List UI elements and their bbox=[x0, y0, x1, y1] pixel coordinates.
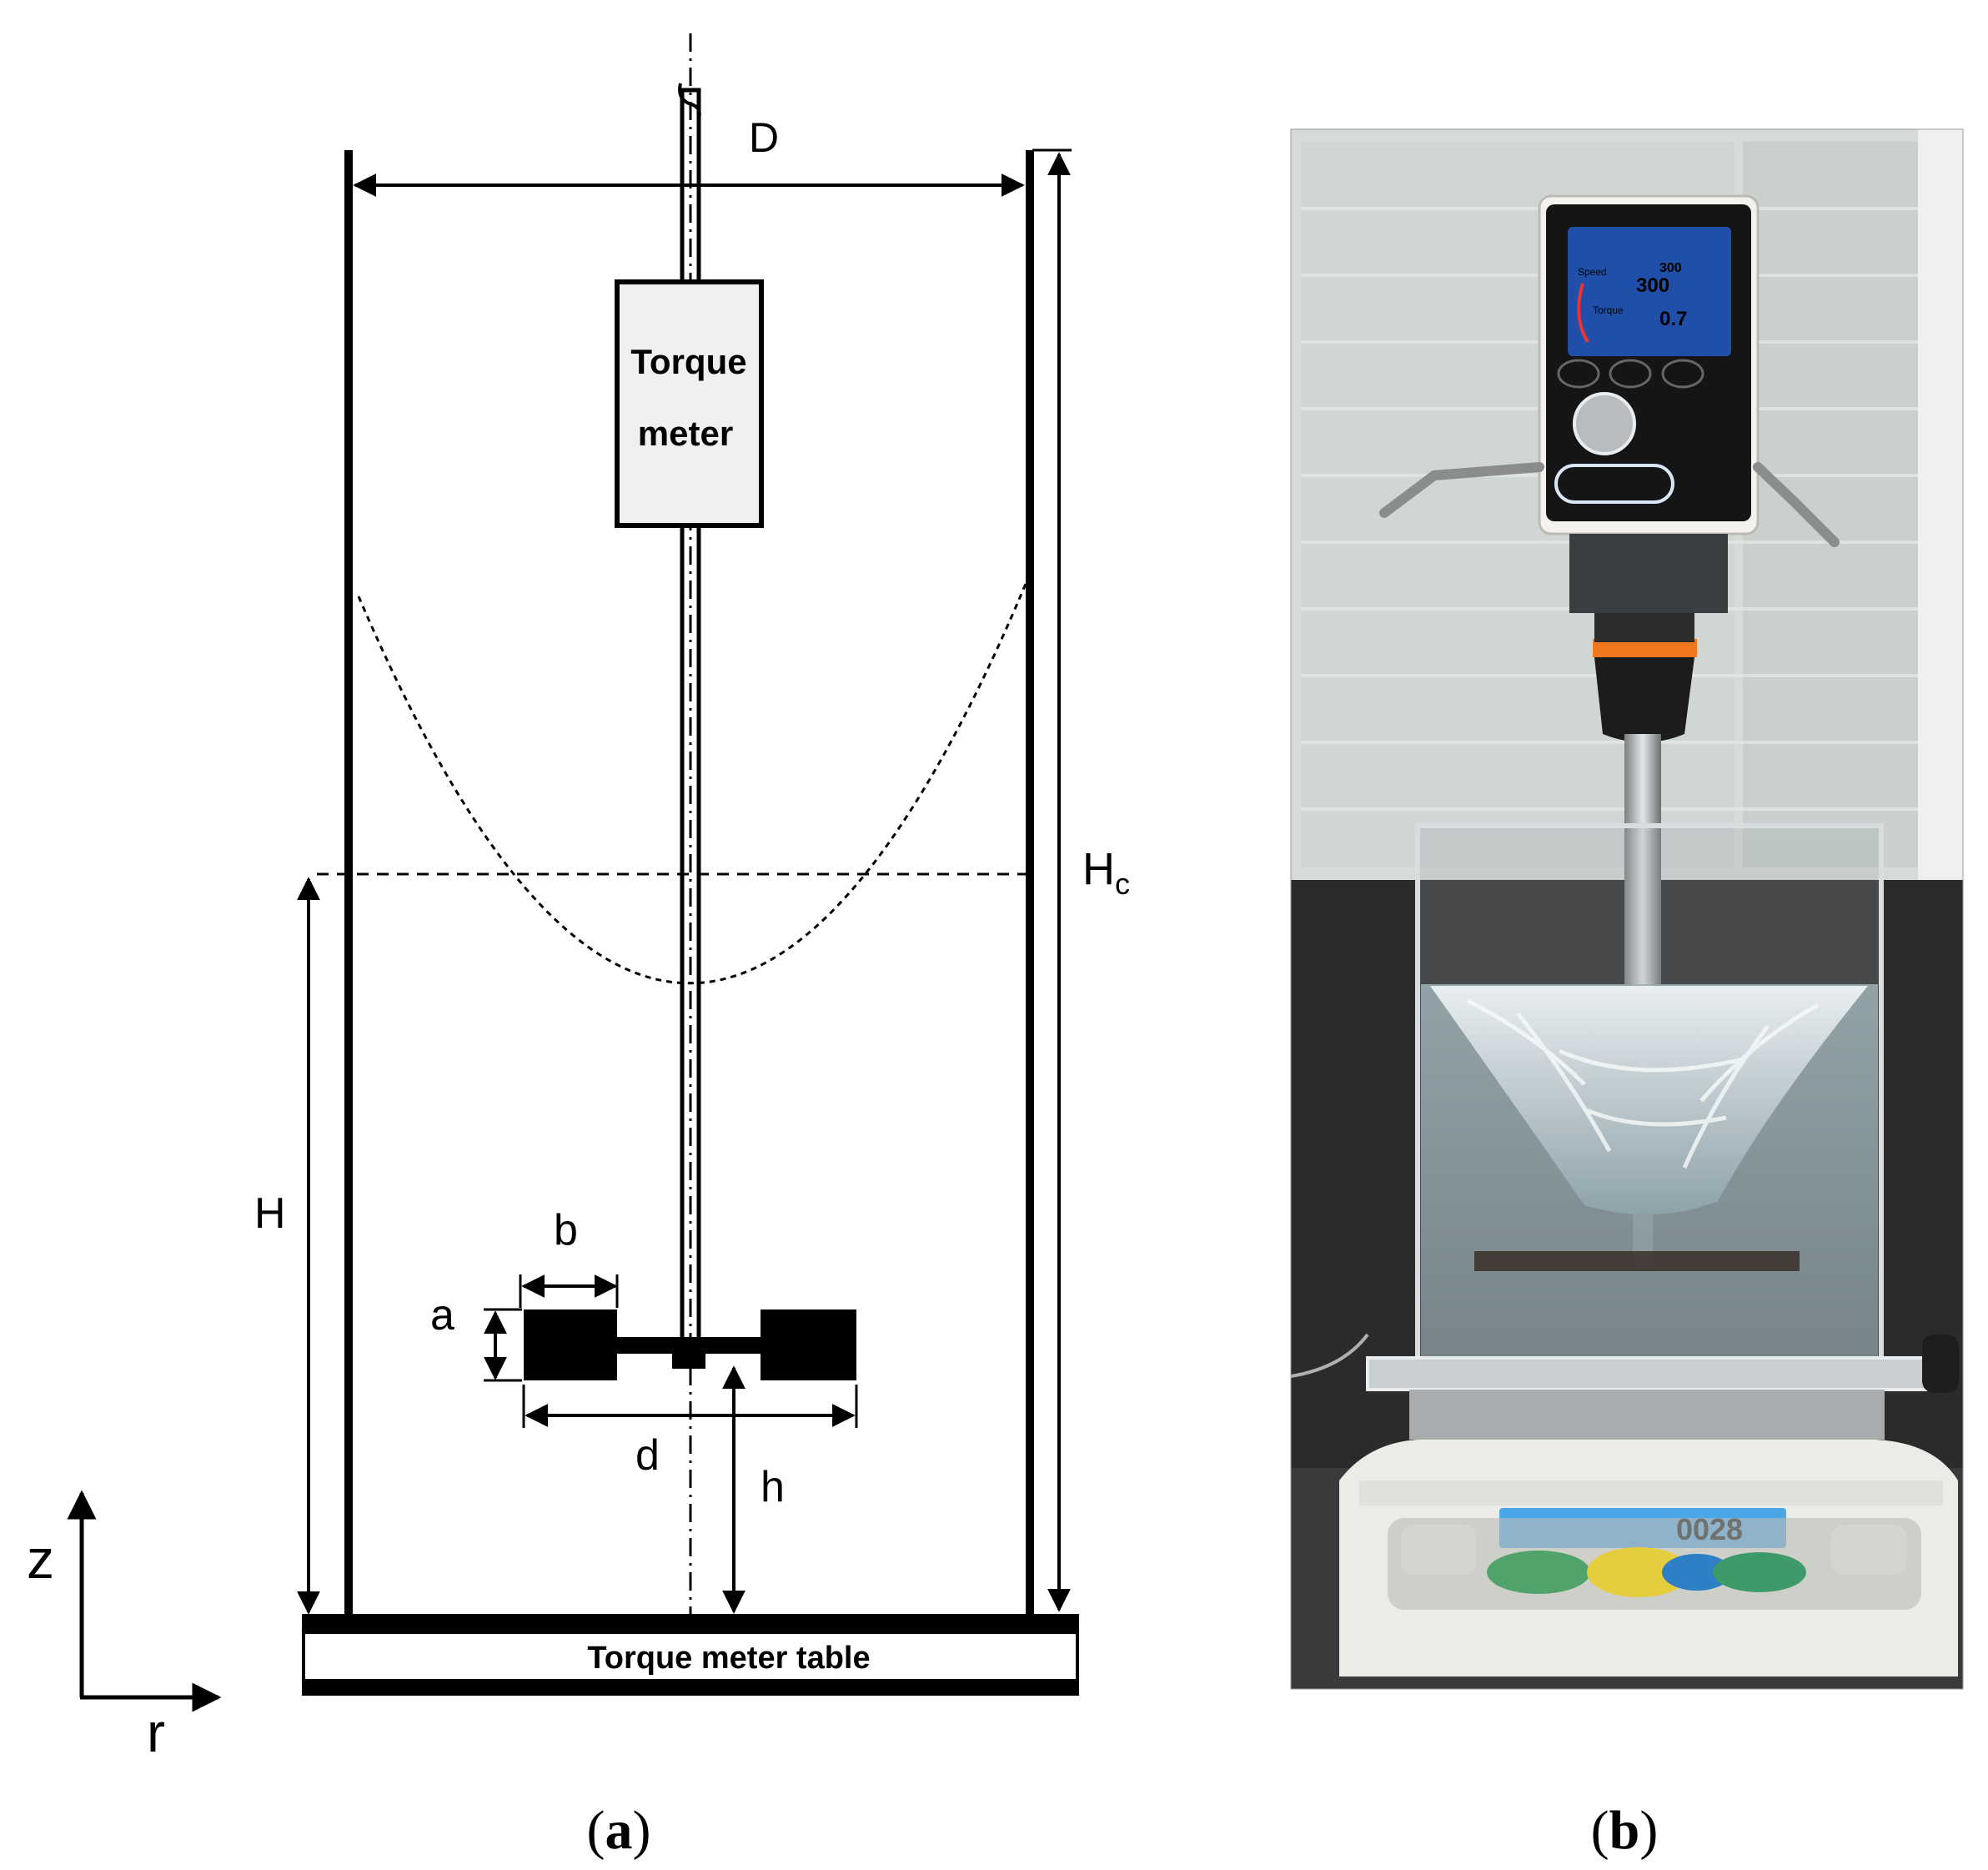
label-a: a bbox=[430, 1291, 454, 1340]
screen-speed-set: 300 bbox=[1659, 261, 1682, 275]
stirrer-slider-bar bbox=[1554, 464, 1674, 504]
screen-gauge-arc bbox=[1577, 283, 1589, 344]
vortex-free-surface bbox=[357, 583, 1027, 985]
balance-pan bbox=[1409, 1390, 1885, 1440]
photo-cable bbox=[1291, 1333, 1369, 1378]
stirrer-softkey-1 bbox=[1557, 359, 1600, 389]
label-r: r bbox=[147, 1702, 165, 1763]
balance-key-center-yellow bbox=[1587, 1547, 1690, 1597]
caption-a: (a) bbox=[587, 1800, 651, 1861]
torque-meter-box bbox=[615, 279, 764, 528]
photo-wall-right-edge bbox=[1918, 129, 1963, 880]
torque-meter-table-top-bar bbox=[302, 1614, 1079, 1632]
balance-key-center-blue bbox=[1662, 1554, 1732, 1591]
impeller-blade-right bbox=[761, 1310, 856, 1380]
label-d: d bbox=[635, 1431, 660, 1480]
label-z: z bbox=[27, 1528, 54, 1590]
vessel-knob bbox=[1922, 1335, 1959, 1393]
impeller-blade-left bbox=[524, 1310, 617, 1380]
photo-frame bbox=[1290, 128, 1964, 1690]
stirrer-control-knob bbox=[1573, 392, 1636, 455]
balance-key-right-gray bbox=[1831, 1525, 1906, 1575]
stirrer-softkey-2 bbox=[1609, 359, 1652, 389]
stirrer-orange-ring bbox=[1593, 639, 1697, 657]
stirrer-neck bbox=[1569, 534, 1728, 613]
stirrer-chuck bbox=[1594, 657, 1694, 742]
screen-speed-label: Speed bbox=[1578, 266, 1607, 278]
vessel-base-plate bbox=[1366, 1356, 1930, 1391]
stirrer-collar bbox=[1594, 613, 1694, 642]
caption-b: (b) bbox=[1591, 1800, 1659, 1861]
torque-meter-table-bottom-bar bbox=[302, 1681, 1079, 1696]
screen-speed-value: 300 bbox=[1636, 274, 1669, 297]
balance-key-left-gray bbox=[1401, 1525, 1476, 1575]
panel-a-schematic: D Hc Torque meter H b a bbox=[27, 33, 1130, 1861]
balance-key-left-green bbox=[1487, 1551, 1590, 1594]
impeller-hub bbox=[672, 1337, 705, 1369]
balance-brand-strip bbox=[1359, 1480, 1943, 1506]
label-b: b bbox=[554, 1206, 578, 1254]
label-D: D bbox=[749, 114, 779, 161]
torque-meter-label-line2: meter bbox=[638, 414, 733, 453]
torque-meter-label-line1: Torque bbox=[630, 342, 746, 381]
torque-meter-table bbox=[302, 1631, 1079, 1682]
photo-impeller bbox=[1474, 1251, 1800, 1271]
stirrer-softkey-3 bbox=[1661, 359, 1704, 389]
stand-clamp-left-arm bbox=[1379, 462, 1544, 518]
shaft-break-symbol bbox=[678, 83, 701, 119]
screen-torque-label: Torque bbox=[1593, 304, 1624, 316]
photo-stirrer-shaft bbox=[1624, 734, 1661, 984]
photo-glass-panel-right bbox=[1743, 142, 1918, 867]
vortex-streaks bbox=[1466, 998, 1820, 1169]
stand-clamp-right-arm bbox=[1753, 462, 1840, 547]
screen-torque-value: 0.7 bbox=[1659, 308, 1687, 330]
torque-meter-table-label: Torque meter table bbox=[587, 1641, 870, 1676]
panel-b-photo: Speed 300 300 Torque 0.7 bbox=[1290, 128, 1964, 1861]
stirrer-screen bbox=[1568, 227, 1731, 356]
label-H: H bbox=[254, 1189, 286, 1238]
label-Hc: Hc bbox=[1082, 844, 1130, 901]
balance-key-right-green bbox=[1713, 1552, 1806, 1592]
label-h: h bbox=[761, 1463, 785, 1511]
